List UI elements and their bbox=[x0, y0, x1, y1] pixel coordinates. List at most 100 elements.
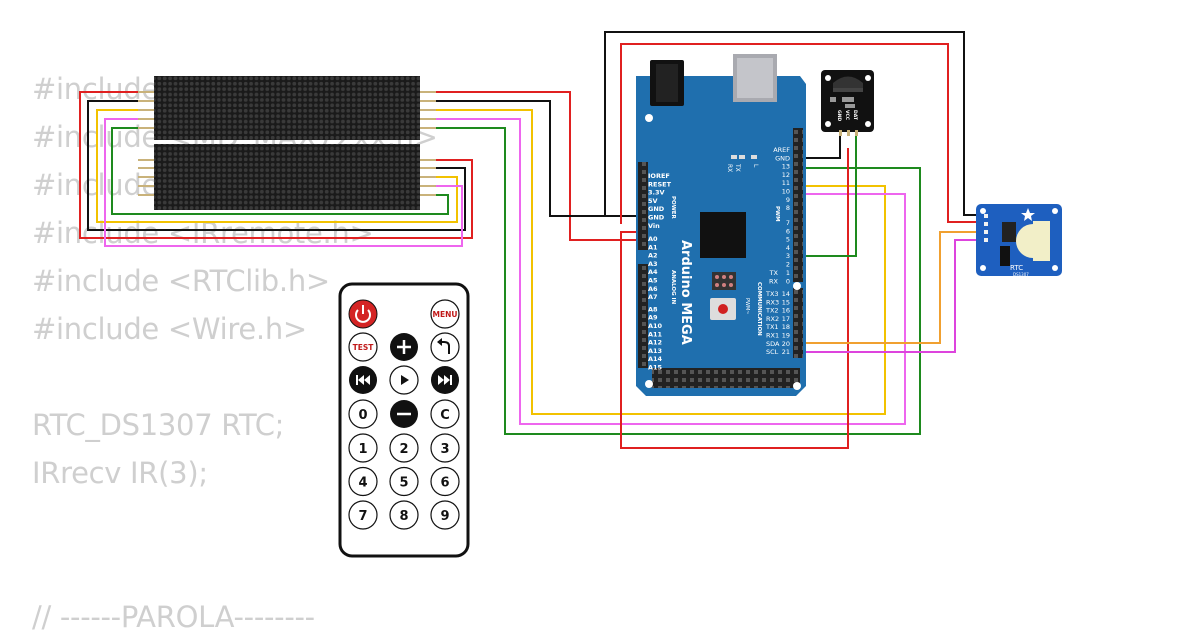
wire-green-matrix-clk[interactable] bbox=[420, 127, 921, 435]
analog-pin-label: A0 bbox=[648, 235, 658, 243]
analog-pin-label: A2 bbox=[648, 252, 658, 260]
comm-pin-number: 21 bbox=[782, 348, 790, 356]
remote-next-button[interactable] bbox=[431, 366, 459, 394]
comm-pin-label: RX1 bbox=[766, 332, 779, 340]
wire-black-chain[interactable] bbox=[87, 100, 466, 231]
remote-menu-button[interactable]: MENU bbox=[430, 299, 460, 329]
arduino-mega-board[interactable]: TX RX L Arduino MEGA IOREFRESET3.3V5VGND… bbox=[636, 54, 806, 396]
remote-plus-button[interactable] bbox=[390, 333, 418, 361]
back-arrow-icon bbox=[438, 341, 450, 354]
analog-pin-label: A9 bbox=[648, 314, 658, 322]
analog-pin-label: A15 bbox=[648, 364, 663, 372]
wire-green-chain[interactable] bbox=[111, 127, 449, 215]
digital-pin-label: 2 bbox=[786, 261, 790, 269]
wire-pink-chain[interactable] bbox=[104, 118, 463, 247]
remote-digit-button-7[interactable]: 7 bbox=[348, 500, 378, 530]
comm-pin-label: TX2 bbox=[765, 307, 779, 315]
digital-pin-label: 3 bbox=[786, 252, 790, 260]
analog-header-title: ANALOG IN bbox=[670, 270, 676, 305]
rtc-label: RTC bbox=[1010, 264, 1023, 272]
wire-yellow-chain[interactable] bbox=[96, 109, 458, 223]
digital-header-mid bbox=[793, 218, 803, 282]
wire-black-ir-gnd[interactable] bbox=[795, 132, 841, 159]
ir-remote[interactable]: MENU TEST bbox=[338, 282, 470, 558]
wire-black-matrix-gnd[interactable] bbox=[420, 100, 644, 217]
wire-yellow-matrix-din[interactable] bbox=[420, 109, 886, 415]
comm-pin-label: RX3 bbox=[766, 298, 779, 306]
comm-pin-number: 19 bbox=[782, 332, 790, 340]
power-pin-label: GND bbox=[648, 214, 665, 222]
remote-digit-button-1[interactable]: 1 bbox=[348, 433, 378, 463]
led-matrix-top[interactable] bbox=[138, 76, 436, 140]
power-pin-label: IOREF bbox=[648, 172, 670, 180]
remote-power-button[interactable] bbox=[348, 299, 378, 329]
led-label: RX bbox=[726, 164, 733, 172]
comm-pin-number: 18 bbox=[782, 323, 790, 331]
ir-pin-label: GND bbox=[836, 110, 842, 121]
remote-digit-button-9[interactable]: 9 bbox=[430, 500, 460, 530]
remote-minus-button[interactable] bbox=[390, 400, 418, 428]
remote-test-button[interactable]: TEST bbox=[348, 332, 378, 362]
digital-pin-label: 10 bbox=[782, 188, 790, 196]
digital-pin-label: AREF bbox=[773, 146, 790, 154]
key-label: 6 bbox=[440, 476, 449, 491]
code-line: IRrecv IR(3); bbox=[32, 456, 208, 490]
remote-digit-button-4[interactable]: 4 bbox=[348, 466, 378, 497]
wire-orange-rtc-sda[interactable] bbox=[795, 231, 990, 344]
wire-pink-rtc-scl[interactable] bbox=[795, 239, 990, 353]
play-icon bbox=[401, 375, 409, 385]
wire-red-matrix-5v[interactable] bbox=[420, 91, 644, 241]
analog-pin-label: A12 bbox=[648, 339, 662, 347]
comm-pin-label: SDA bbox=[766, 340, 780, 348]
comm-pin-label: SCL bbox=[766, 348, 779, 356]
key-label: 3 bbox=[440, 442, 449, 457]
remote-previous-button[interactable] bbox=[349, 366, 377, 394]
power-pin-label: Vin bbox=[648, 222, 660, 230]
key-label: 1 bbox=[358, 442, 367, 457]
analog-pin-label: A5 bbox=[648, 277, 658, 285]
mcu-chip bbox=[700, 212, 746, 258]
wire-red-bottom-loop[interactable] bbox=[620, 148, 849, 449]
remote-digit-button-2[interactable]: 2 bbox=[389, 433, 419, 463]
remote-digit-button-5[interactable]: 5 bbox=[389, 466, 419, 497]
wire-red-rtc-vcc[interactable] bbox=[620, 43, 990, 224]
key-label: C bbox=[440, 408, 450, 423]
wire-black-rtc-gnd[interactable] bbox=[604, 31, 990, 216]
rtc-module[interactable]: RTC DS1307 bbox=[976, 204, 1062, 277]
remote-zero-button[interactable]: 0 bbox=[348, 399, 378, 429]
remote-digit-button-8[interactable]: 8 bbox=[389, 500, 419, 530]
remote-digit-button-3[interactable]: 3 bbox=[430, 433, 460, 463]
wire-pink-matrix-cs[interactable] bbox=[420, 118, 906, 425]
previous-icon bbox=[356, 375, 370, 385]
ir-receiver[interactable]: GND VCC DAT bbox=[821, 70, 874, 136]
remote-c-button[interactable]: C bbox=[430, 399, 460, 429]
wire-green-ir-dat[interactable] bbox=[795, 132, 857, 257]
analog-pin-label: A13 bbox=[648, 347, 662, 355]
comm-pin-number: 14 bbox=[782, 290, 790, 298]
remote-play-button[interactable] bbox=[389, 365, 419, 395]
digital-pin-label: 8 bbox=[786, 204, 790, 212]
analog-pin-label: A11 bbox=[648, 330, 663, 338]
pwm-tilde-label: PWM~ bbox=[744, 298, 750, 314]
digital-pin-label: 0 bbox=[786, 277, 790, 285]
power-icon bbox=[355, 309, 371, 323]
serial-pin-label: RX bbox=[769, 277, 779, 285]
led-label: L bbox=[752, 164, 759, 168]
digital-header-top bbox=[793, 128, 803, 218]
code-line: RTC_DS1307 RTC; bbox=[32, 408, 285, 442]
led-matrix-bottom[interactable] bbox=[138, 144, 436, 210]
digital-pin-label: 1 bbox=[786, 269, 790, 277]
remote-digit-button-6[interactable]: 6 bbox=[430, 466, 460, 497]
digital-pin-label: 5 bbox=[786, 236, 790, 244]
key-label: 2 bbox=[399, 442, 408, 457]
wire-red-chain[interactable] bbox=[79, 91, 473, 239]
comm-pin-label: RX2 bbox=[766, 315, 779, 323]
remote-back-button[interactable] bbox=[430, 332, 460, 362]
ir-pin-label: VCC bbox=[844, 110, 850, 121]
